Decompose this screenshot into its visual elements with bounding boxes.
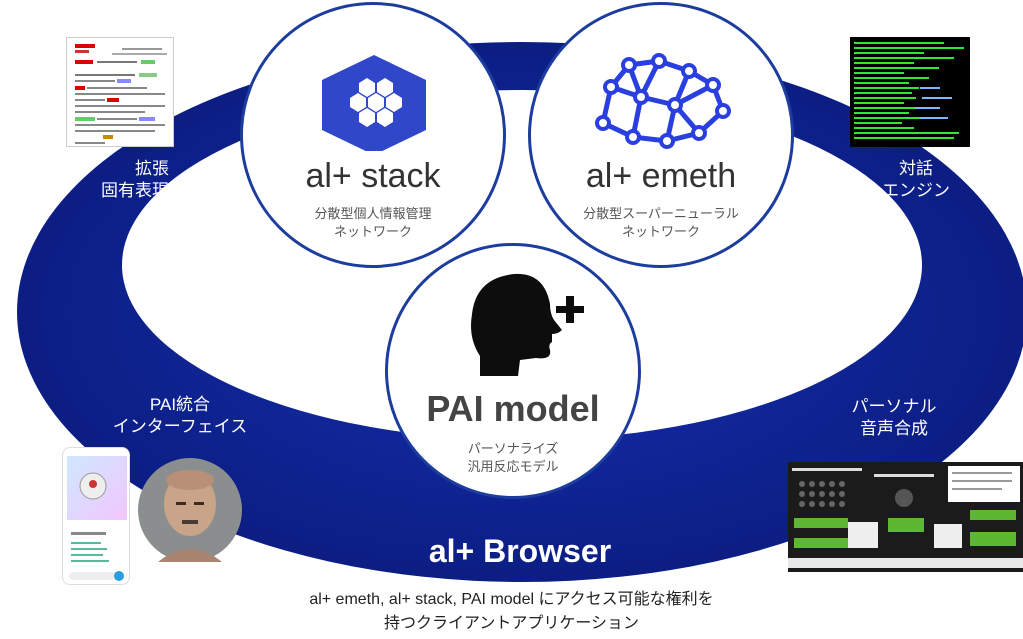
stack-subtitle-2: ネットワーク [333,224,412,239]
neural-network-icon [595,53,731,149]
node-emeth: al+ emeth 分散型スーパーニューラル ネットワーク [528,2,794,268]
node-pai: PAI model パーソナライズ 汎用反応モデル [385,243,641,499]
ner-document-thumbnail [66,37,174,147]
pai-title: PAI model [426,388,600,429]
stack-title: al+ stack [305,157,441,195]
hexagon-cluster-icon [322,55,426,151]
voice-diagram-image [788,466,1023,568]
label-voice: パーソナル 音声合成 [851,397,937,438]
emeth-subtitle-2: ネットワーク [621,224,700,239]
label-ner: 拡張 固有表現抽出 [101,159,203,200]
label-dialog: 対話 エンジン [882,159,950,200]
pai-subtitle-2: 汎用反応モデル [467,459,559,474]
node-stack: al+ stack 分散型個人情報管理 ネットワーク [240,2,506,268]
browser-label: al+ Browser [428,533,612,569]
person-photo [138,458,242,562]
emeth-subtitle-1: 分散型スーパーニューラル [583,206,739,221]
phone-ui-image [67,456,127,581]
stack-subtitle-1: 分散型個人情報管理 [314,206,432,221]
head-plus-icon [471,273,584,376]
terminal-image [854,42,964,139]
caption-line-1: al+ emeth, al+ stack, PAI model にアクセス可能な… [309,591,714,608]
emeth-title: al+ emeth [585,157,737,195]
phone-thumbnail [62,447,130,585]
voice-diagram-thumbnail [788,462,1023,572]
terminal-thumbnail [850,37,970,147]
caption-line-2: 持つクライアントアプリケーション [383,615,640,632]
label-pai-ui: PAI統合 インターフェイス [112,395,248,436]
pai-subtitle-1: パーソナライズ [467,441,559,456]
ner-document-image [75,44,167,144]
